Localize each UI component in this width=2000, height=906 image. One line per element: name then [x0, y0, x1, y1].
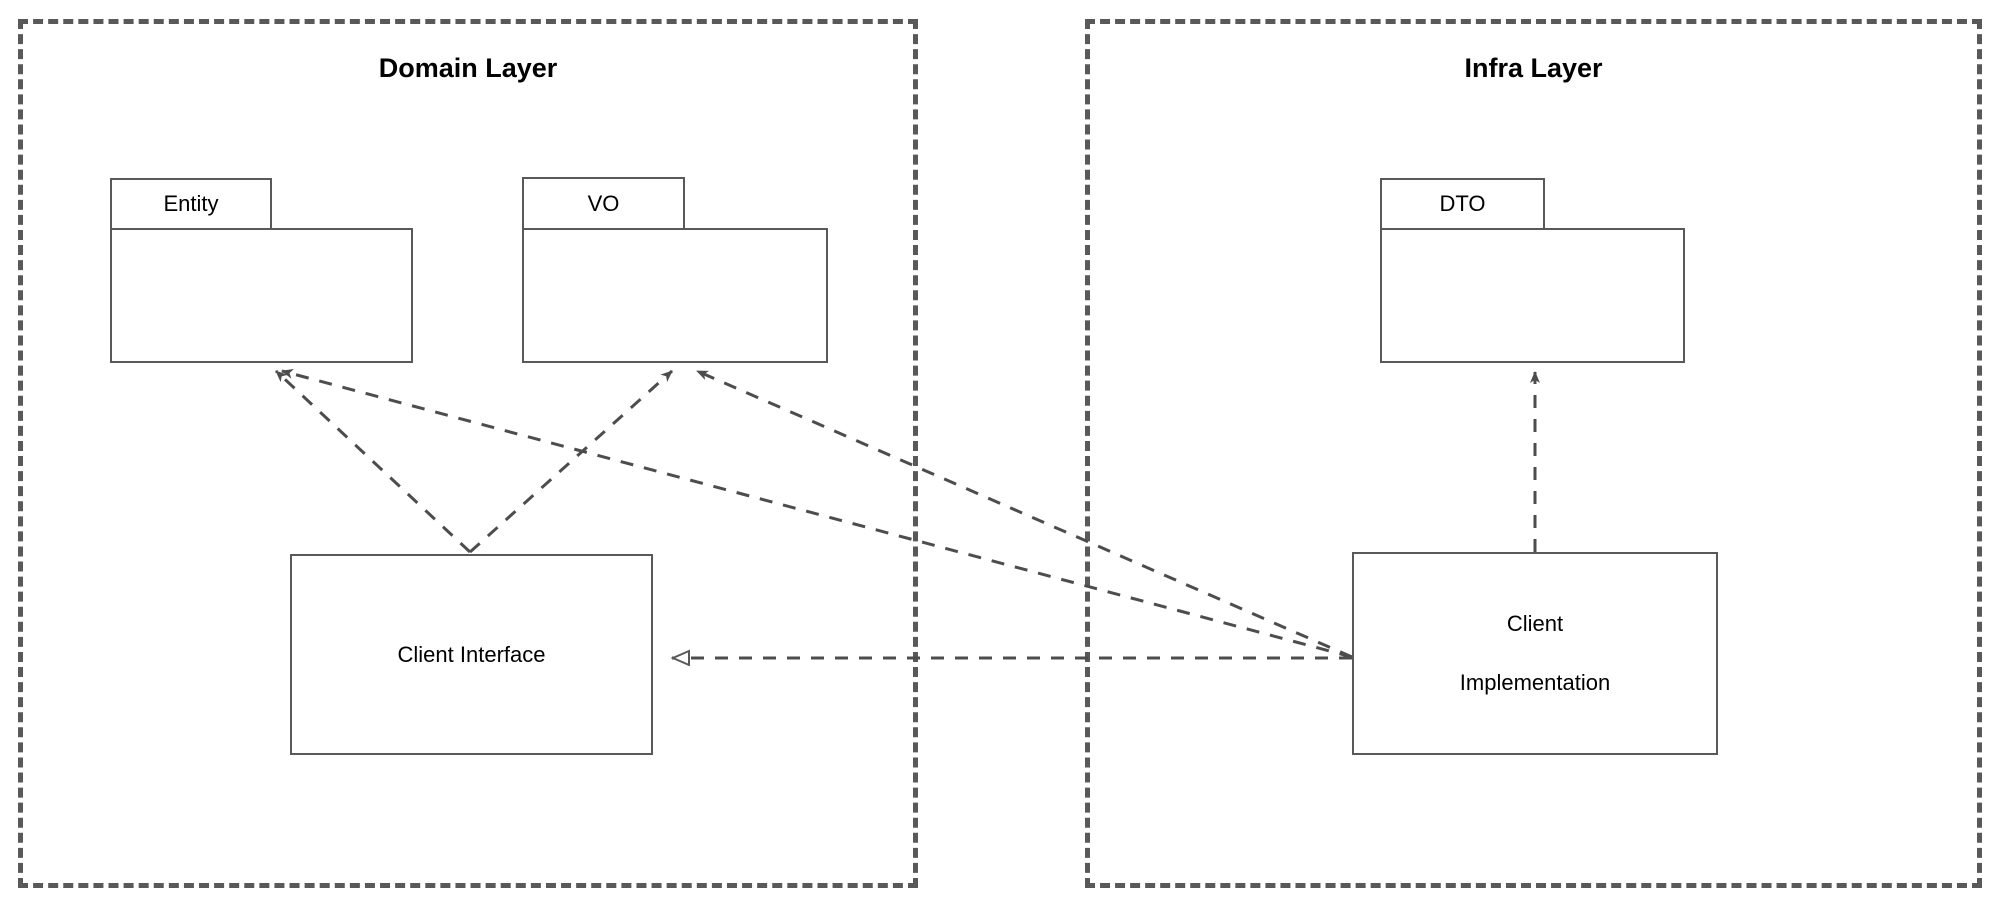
- client-interface-node[interactable]: Client Interface: [290, 554, 653, 755]
- entity-package-tab: Entity: [110, 178, 272, 228]
- vo-package-label: VO: [587, 190, 620, 216]
- client-implementation-node[interactable]: Client Implementation: [1352, 552, 1718, 755]
- infra-layer-container: Infra Layer: [1085, 19, 1982, 888]
- entity-package-body: [110, 228, 413, 363]
- vo-package[interactable]: VO: [522, 177, 828, 363]
- vo-package-body: [522, 228, 828, 363]
- client-implementation-label-line-2: Implementation: [1459, 670, 1611, 696]
- entity-package[interactable]: Entity: [110, 178, 413, 363]
- vo-package-tab: VO: [522, 177, 685, 228]
- entity-package-label: Entity: [163, 191, 219, 216]
- dto-package-tab: DTO: [1380, 178, 1545, 228]
- dto-package-body: [1380, 228, 1685, 363]
- client-interface-label: Client Interface: [397, 641, 546, 667]
- dto-package[interactable]: DTO: [1380, 178, 1685, 363]
- domain-layer-container: Domain Layer: [18, 19, 918, 888]
- infra-layer-title: Infra Layer: [1464, 53, 1603, 83]
- domain-layer-title: Domain Layer: [378, 53, 558, 83]
- dto-package-label: DTO: [1439, 191, 1486, 216]
- client-implementation-label: Client Implementation: [1460, 609, 1610, 698]
- client-implementation-label-line-1: Client: [1506, 610, 1564, 636]
